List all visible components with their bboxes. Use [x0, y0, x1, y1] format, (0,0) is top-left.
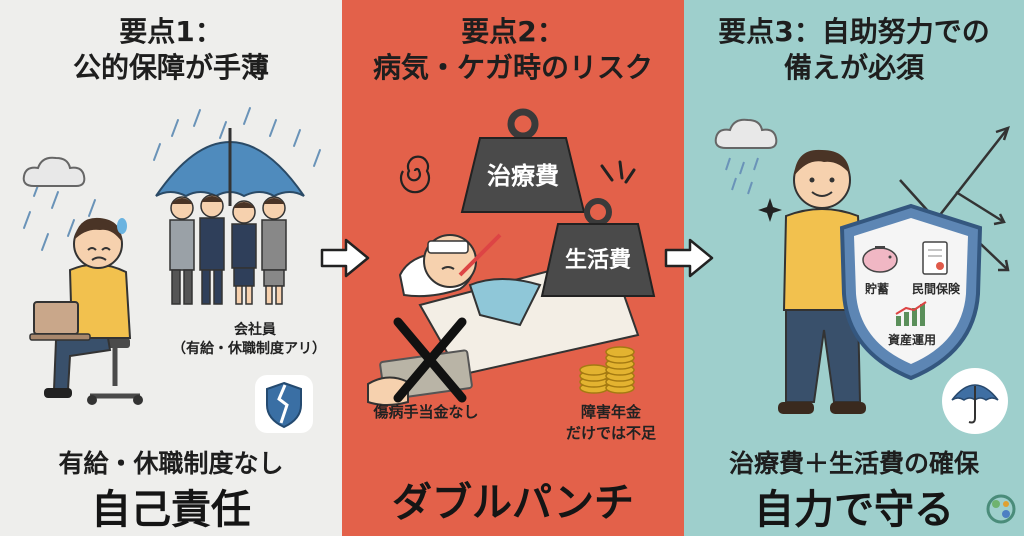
panel-point-1: 要点1： 公的保障が手薄	[0, 0, 342, 536]
panel3-title-line2: 備えが必須	[783, 51, 924, 84]
cloud-icon	[22, 156, 86, 187]
panel2-title-line2: 病気・ケガ時のリスク	[372, 51, 653, 84]
rain-icon	[23, 107, 321, 251]
investment-chart-icon	[895, 301, 927, 326]
coins-icon	[579, 346, 635, 394]
panel1-subtitle: 有給・休職制度なし	[58, 449, 284, 478]
panel2-headline: ダブルパンチ	[392, 480, 634, 526]
living-cost-weight-icon	[540, 198, 656, 297]
sparkle-icon	[758, 198, 782, 222]
arrow-right-icon	[664, 238, 714, 278]
panel2-title-line1: 要点2：	[461, 15, 565, 48]
freelancer-illustration	[29, 217, 143, 405]
panel1-title-line1: 要点1：	[119, 15, 223, 48]
cloud-rain-icon	[714, 118, 778, 195]
panel3-title-line1: 要点3：自助努力での	[718, 15, 990, 48]
shield-label-insurance: 民間保険	[911, 282, 960, 296]
brand-logo-icon	[986, 494, 1016, 524]
label-disability-pension-line2: だけでは不足	[565, 424, 656, 442]
panel-point-3: 要点3：自助努力での 備えが必須	[684, 0, 1024, 536]
panel-point-2: 要点2： 病気・ケガ時のリスク 治療費	[342, 0, 684, 536]
no-sick-allowance-icon	[367, 317, 473, 406]
stress-lines-icon	[600, 160, 636, 184]
umbrella-badge-icon	[942, 368, 1008, 434]
piggy-bank-icon	[862, 246, 898, 273]
panel3-subtitle: 治療費＋生活費の確保	[728, 449, 979, 478]
umbrella-icon	[155, 128, 305, 206]
panel1-title-line2: 公的保障が手薄	[72, 51, 269, 84]
shield-label-investment: 資産運用	[887, 333, 936, 347]
weight-treatment-cost: 治療費	[487, 162, 559, 190]
label-disability-pension-line1: 障害年金	[580, 403, 641, 421]
weight-living-cost: 生活費	[564, 248, 631, 273]
dizzy-icon	[399, 155, 431, 194]
broken-shield-icon	[255, 375, 313, 433]
arrow-right-icon	[320, 238, 370, 278]
shield-label-savings: 貯蓄	[864, 282, 889, 296]
label-no-sick-allowance: 傷病手当金なし	[373, 403, 479, 421]
panel1-headline: 自己責任	[91, 487, 251, 533]
insurance-document-icon	[922, 241, 948, 275]
employees-illustration	[169, 194, 287, 305]
panel3-headline: 自力で守る	[754, 487, 954, 533]
company-label-line2: （有給・休職制度アリ）	[172, 341, 326, 357]
company-label-line1: 会社員	[234, 322, 276, 338]
